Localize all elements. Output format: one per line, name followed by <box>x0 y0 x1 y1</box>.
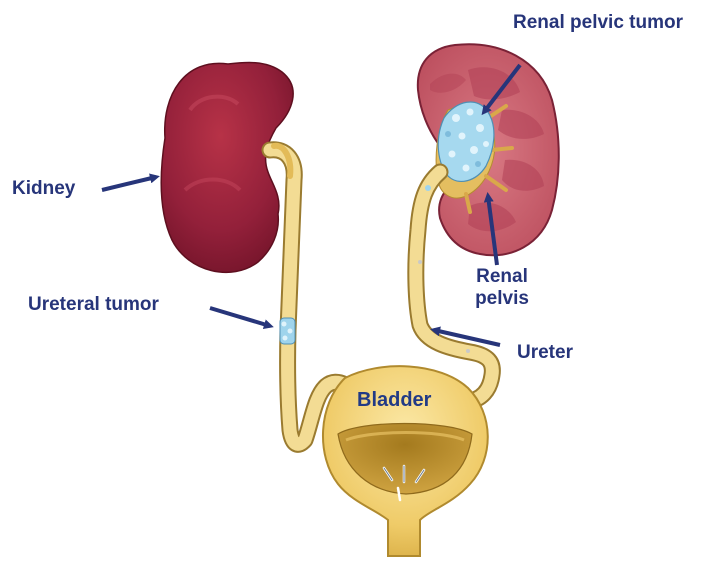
left-kidney <box>161 62 293 272</box>
arrow-icon <box>102 177 156 190</box>
ureteral-tumor <box>280 318 295 344</box>
label-kidney: Kidney <box>12 178 75 200</box>
label-renal-pelvis: Renal pelvis <box>470 266 534 310</box>
label-bladder: Bladder <box>357 389 431 411</box>
label-ureter: Ureter <box>517 342 573 364</box>
label-renal-line2: pelvis <box>470 288 534 310</box>
label-renal-pelvic-tumor: Renal pelvic tumor <box>513 12 683 34</box>
label-renal-line1: Renal <box>470 266 534 288</box>
arrow-icon <box>210 308 270 326</box>
label-ureteral-tumor: Ureteral tumor <box>28 294 159 316</box>
